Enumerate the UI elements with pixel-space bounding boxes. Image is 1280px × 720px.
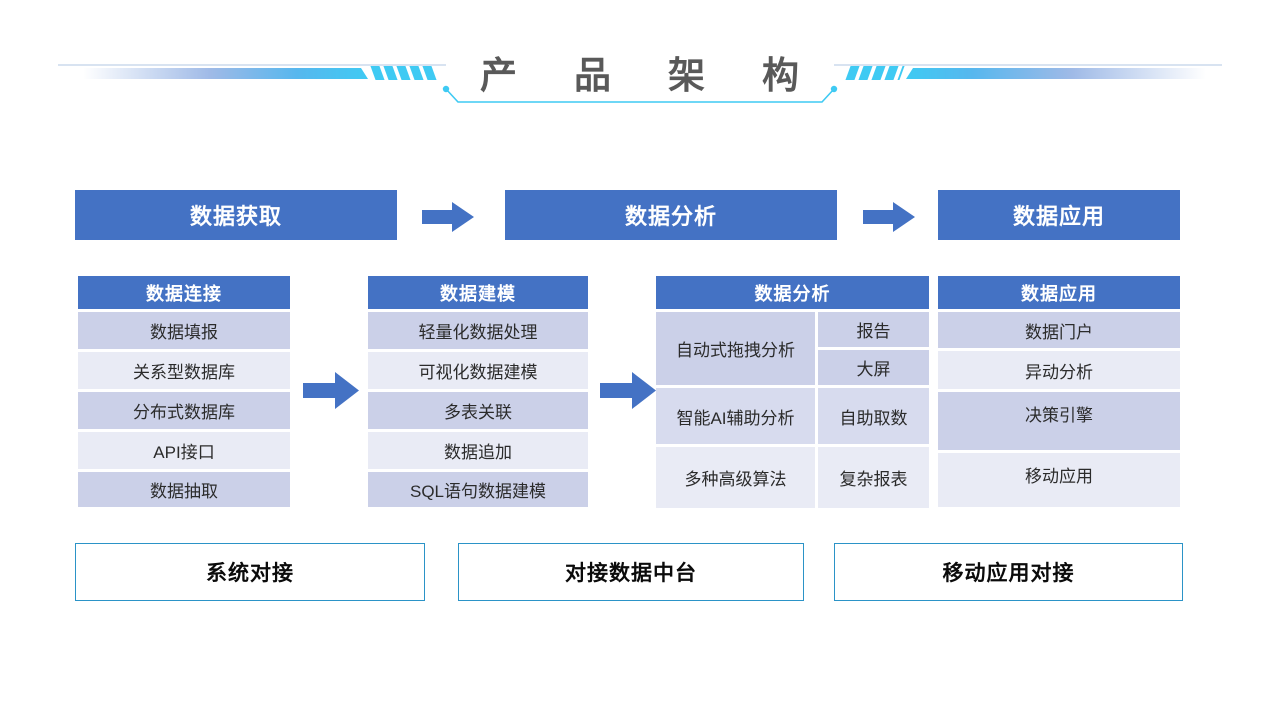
title-underline-decoration xyxy=(442,85,838,103)
table-cell: 智能AI辅助分析 xyxy=(656,388,815,444)
table-cell: 报告 xyxy=(818,312,929,347)
table-cell: 异动分析 xyxy=(938,351,1180,389)
table-cell: 自动式拖拽分析 xyxy=(656,312,815,385)
table-data-analysis: 数据分析 自动式拖拽分析 报告 大屏 智能AI辅助分析 自助取数 多种高级算法 … xyxy=(656,276,929,508)
decoration-gradient-bar xyxy=(83,68,368,79)
footer-box-data-middle-platform: 对接数据中台 xyxy=(458,543,804,601)
table-header: 数据连接 xyxy=(78,276,290,309)
table-header: 数据应用 xyxy=(938,276,1180,309)
arrow-right-icon xyxy=(600,371,656,410)
page-title: 产品架构 xyxy=(480,55,856,96)
table-cell: 复杂报表 xyxy=(818,447,929,508)
table-cell: SQL语句数据建模 xyxy=(368,472,588,507)
table-cell: 关系型数据库 xyxy=(78,352,290,389)
slash-icon xyxy=(871,66,886,80)
slash-icon xyxy=(884,66,899,80)
table-cell: 轻量化数据处理 xyxy=(368,312,588,349)
slash-icon xyxy=(897,66,907,80)
table-row: 自动式拖拽分析 报告 大屏 xyxy=(656,312,929,385)
footer-box-system-integration: 系统对接 xyxy=(75,543,425,601)
slash-icon xyxy=(422,66,437,80)
header-decoration-left xyxy=(58,62,446,84)
table-cell: API接口 xyxy=(78,432,290,469)
flow-stage-data-analysis: 数据分析 xyxy=(505,190,837,240)
table-header: 数据建模 xyxy=(368,276,588,309)
table-cell: 数据门户 xyxy=(938,312,1180,348)
table-cell: 分布式数据库 xyxy=(78,392,290,429)
slash-icon xyxy=(409,66,424,80)
table-cell: 决策引擎 xyxy=(938,392,1180,450)
arrow-right-icon xyxy=(422,201,474,233)
slash-icon xyxy=(396,66,411,80)
table-cell: 可视化数据建模 xyxy=(368,352,588,389)
flow-stage-data-acquisition: 数据获取 xyxy=(75,190,397,240)
arrow-right-icon xyxy=(863,201,915,233)
decoration-thin-line xyxy=(58,64,446,66)
table-data-modeling: 数据建模 轻量化数据处理 可视化数据建模 多表关联 数据追加 SQL语句数据建模 xyxy=(368,276,588,507)
table-cell: 数据抽取 xyxy=(78,472,290,507)
slash-icon xyxy=(370,66,385,80)
table-cell: 移动应用 xyxy=(938,453,1180,507)
slash-icon xyxy=(383,66,398,80)
decoration-gradient-bar xyxy=(906,68,1206,79)
table-cell: 数据填报 xyxy=(78,312,290,349)
arrow-right-icon xyxy=(303,371,359,410)
table-row: 智能AI辅助分析 自助取数 xyxy=(656,388,929,444)
table-cell: 数据追加 xyxy=(368,432,588,469)
table-cell: 自助取数 xyxy=(818,388,929,444)
footer-box-mobile-app-integration: 移动应用对接 xyxy=(834,543,1183,601)
table-data-connection: 数据连接 数据填报 关系型数据库 分布式数据库 API接口 数据抽取 xyxy=(78,276,290,507)
table-header: 数据分析 xyxy=(656,276,929,309)
header-decoration-right xyxy=(834,62,1222,84)
table-cell: 多表关联 xyxy=(368,392,588,429)
table-row: 多种高级算法 复杂报表 xyxy=(656,447,929,508)
table-cell: 大屏 xyxy=(818,350,929,385)
table-subcolumn: 报告 大屏 xyxy=(818,312,929,385)
flow-stage-data-application: 数据应用 xyxy=(938,190,1180,240)
table-data-application: 数据应用 数据门户 异动分析 决策引擎 移动应用 xyxy=(938,276,1180,507)
decoration-thin-line xyxy=(834,64,1222,66)
table-cell: 多种高级算法 xyxy=(656,447,815,508)
slash-icon xyxy=(858,66,873,80)
